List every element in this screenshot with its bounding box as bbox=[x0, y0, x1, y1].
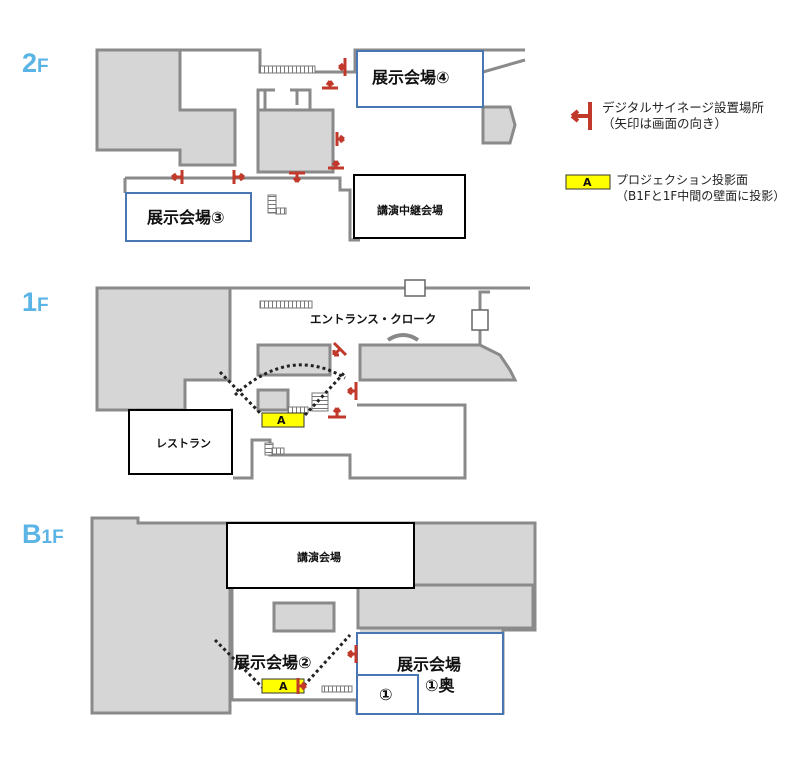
floor-2f-plan bbox=[95, 48, 526, 242]
floor-label-1f: 1F bbox=[22, 287, 49, 317]
room-relay-lecture[interactable] bbox=[353, 174, 466, 239]
legend-signage-icon bbox=[570, 102, 592, 130]
signage-icon bbox=[171, 170, 184, 184]
legend-projection-text: プロジェクション投影面 （B1Fと1F中間の壁面に投影） bbox=[616, 173, 786, 203]
signage-icon bbox=[347, 382, 358, 400]
projection-marker-1f: A bbox=[277, 414, 286, 427]
signage-icon bbox=[338, 58, 347, 76]
projection-marker-b1f: A bbox=[279, 680, 288, 693]
signage-markers bbox=[171, 58, 592, 694]
room-hall4[interactable] bbox=[356, 50, 484, 108]
signage-icon bbox=[328, 160, 344, 170]
signage-icon bbox=[322, 80, 338, 90]
entrance-label: エントランス・クローク bbox=[310, 312, 437, 326]
signage-icon bbox=[332, 341, 348, 357]
legend-signage-text: デジタルサイネージ設置場所 （矢印は画面の向き） bbox=[602, 100, 765, 131]
hall1-label: 展示会場 bbox=[397, 655, 462, 674]
room-lecture[interactable] bbox=[226, 522, 415, 589]
hall1-back-label: ①奥 bbox=[425, 676, 455, 695]
legend-projection-swatch bbox=[565, 174, 611, 190]
floor-label-2f: 2F bbox=[22, 48, 49, 78]
signage-icon bbox=[296, 678, 307, 694]
lecture-label: 講演会場 bbox=[297, 551, 341, 564]
relay-lecture-label: 講演中継会場 bbox=[377, 204, 443, 217]
projection-surface-1f bbox=[261, 412, 305, 428]
hall2-label: 展示会場② bbox=[234, 653, 312, 672]
legend-projection-key: A bbox=[583, 176, 592, 189]
signage-icon bbox=[232, 170, 245, 184]
hall3-label: 展示会場③ bbox=[147, 208, 225, 227]
room-hall3[interactable] bbox=[125, 192, 252, 242]
floor-label-b1f: B1F bbox=[22, 519, 64, 549]
room-restaurant[interactable] bbox=[128, 409, 233, 475]
signage-icon bbox=[328, 407, 346, 419]
signage-icon bbox=[335, 132, 345, 146]
floor-1f-plan bbox=[95, 286, 530, 480]
hall1-front-label: ① bbox=[379, 685, 393, 704]
hall4-label: 展示会場④ bbox=[372, 68, 450, 87]
room-hall1-front[interactable] bbox=[356, 674, 419, 715]
restaurant-label: レストラン bbox=[156, 437, 211, 450]
signage-icon bbox=[347, 645, 358, 663]
signage-icon bbox=[289, 171, 305, 183]
